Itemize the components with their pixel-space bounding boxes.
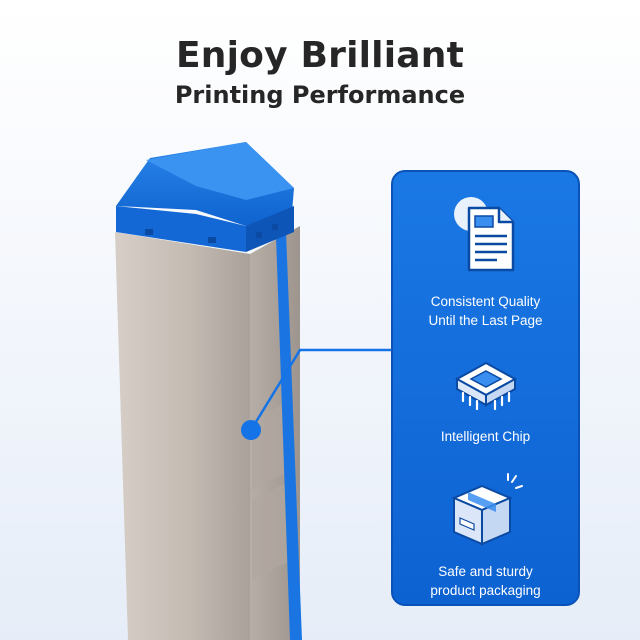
headline-title: Enjoy Brilliant xyxy=(176,35,464,76)
chip-icon xyxy=(451,357,521,417)
headline-subtitle: Printing Performance xyxy=(174,81,466,109)
box-icon xyxy=(446,472,526,552)
feature-text-line: product packaging xyxy=(430,583,541,598)
headline: Enjoy Brilliant Printing Performance xyxy=(0,34,640,110)
feature-text-line: Safe and sturdy xyxy=(438,564,533,579)
feature-text-line: Until the Last Page xyxy=(428,313,543,328)
feature-packaging: Safe and sturdy product packaging xyxy=(393,472,578,600)
feature-text-line: Consistent Quality xyxy=(430,294,541,309)
document-icon xyxy=(441,190,531,280)
feature-intelligent-chip: Intelligent Chip xyxy=(393,357,578,446)
feature-consistent-quality: Consistent Quality Until the Last Page xyxy=(393,190,578,330)
feature-text-line: Intelligent Chip xyxy=(440,429,531,444)
callout-dot xyxy=(241,420,261,440)
feature-panel: Consistent Quality Until the Last Page xyxy=(391,170,580,606)
